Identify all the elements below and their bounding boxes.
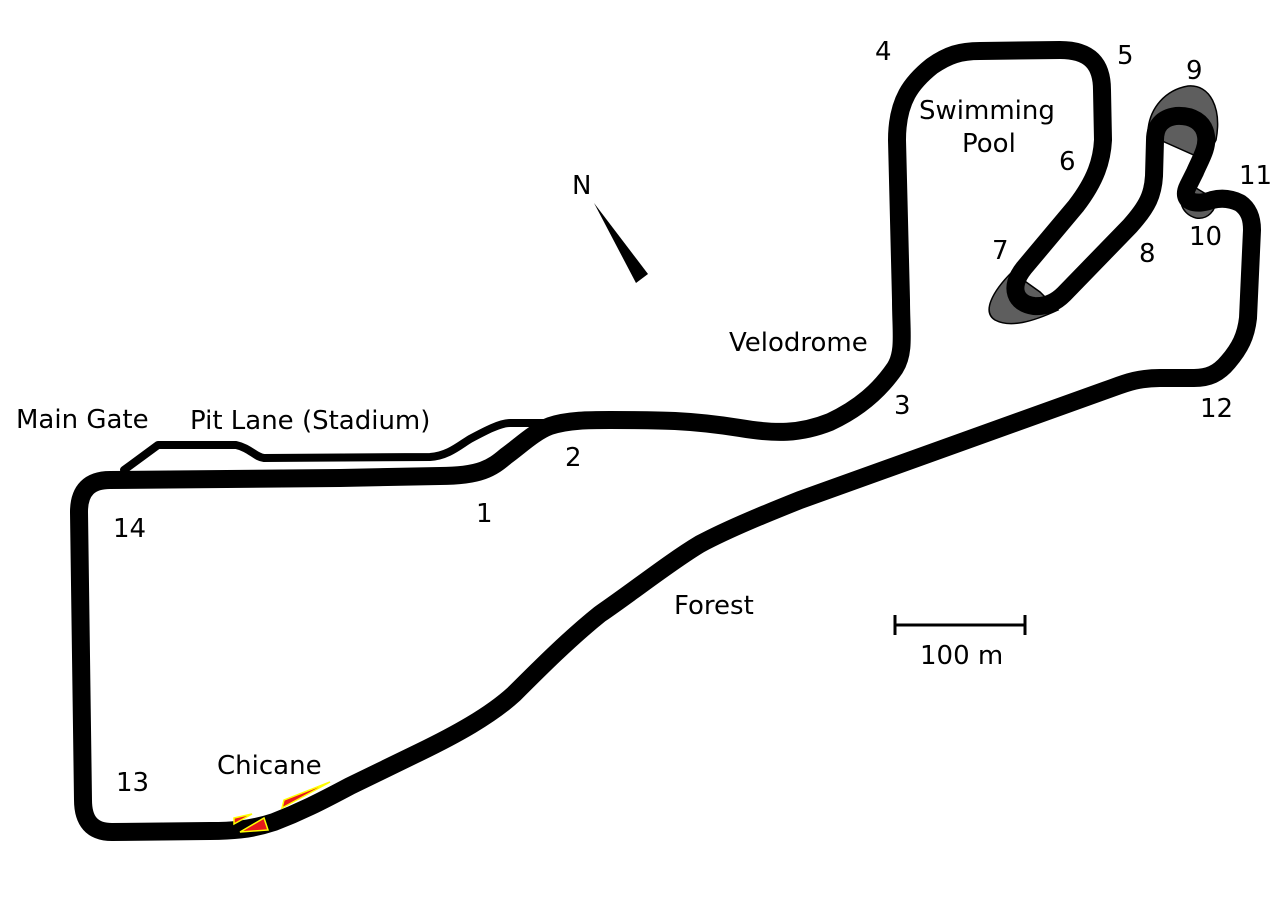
scale-label: 100 m — [920, 641, 1003, 671]
corner-number: 14 — [113, 514, 146, 544]
corner-number: 1 — [476, 499, 493, 529]
north-arrow-icon — [594, 203, 648, 283]
label-main-gate: Main Gate — [16, 405, 149, 435]
pit-lane — [120, 419, 569, 474]
north-label: N — [572, 171, 591, 201]
corner-number: 7 — [992, 236, 1009, 266]
chicane-kerb-1 — [280, 781, 331, 810]
corner-number: 12 — [1200, 394, 1233, 424]
corner-number: 11 — [1239, 161, 1272, 191]
corner-number: 6 — [1059, 147, 1076, 177]
scale-bar — [893, 615, 1027, 635]
corner-number: 3 — [894, 391, 911, 421]
corner-number: 5 — [1117, 41, 1134, 71]
label-velodrome: Velodrome — [729, 328, 868, 358]
corner-number: 4 — [875, 37, 892, 67]
corner-number: 2 — [565, 443, 582, 473]
corner-number: 10 — [1189, 222, 1222, 252]
race-track — [70, 41, 1261, 841]
corner-number: 8 — [1139, 239, 1156, 269]
corner-number: 9 — [1186, 56, 1203, 86]
label-pit-lane: Pit Lane (Stadium) — [190, 406, 430, 436]
chicane-kerb-3 — [239, 816, 270, 833]
label-chicane: Chicane — [217, 751, 322, 781]
label-forest: Forest — [674, 591, 754, 621]
label-swimming-pool-line2: Pool — [962, 129, 1016, 159]
label-swimming-pool-line1: Swimming — [919, 96, 1055, 126]
corner-number: 13 — [116, 768, 149, 798]
chicane-kerb-2 — [233, 813, 253, 826]
